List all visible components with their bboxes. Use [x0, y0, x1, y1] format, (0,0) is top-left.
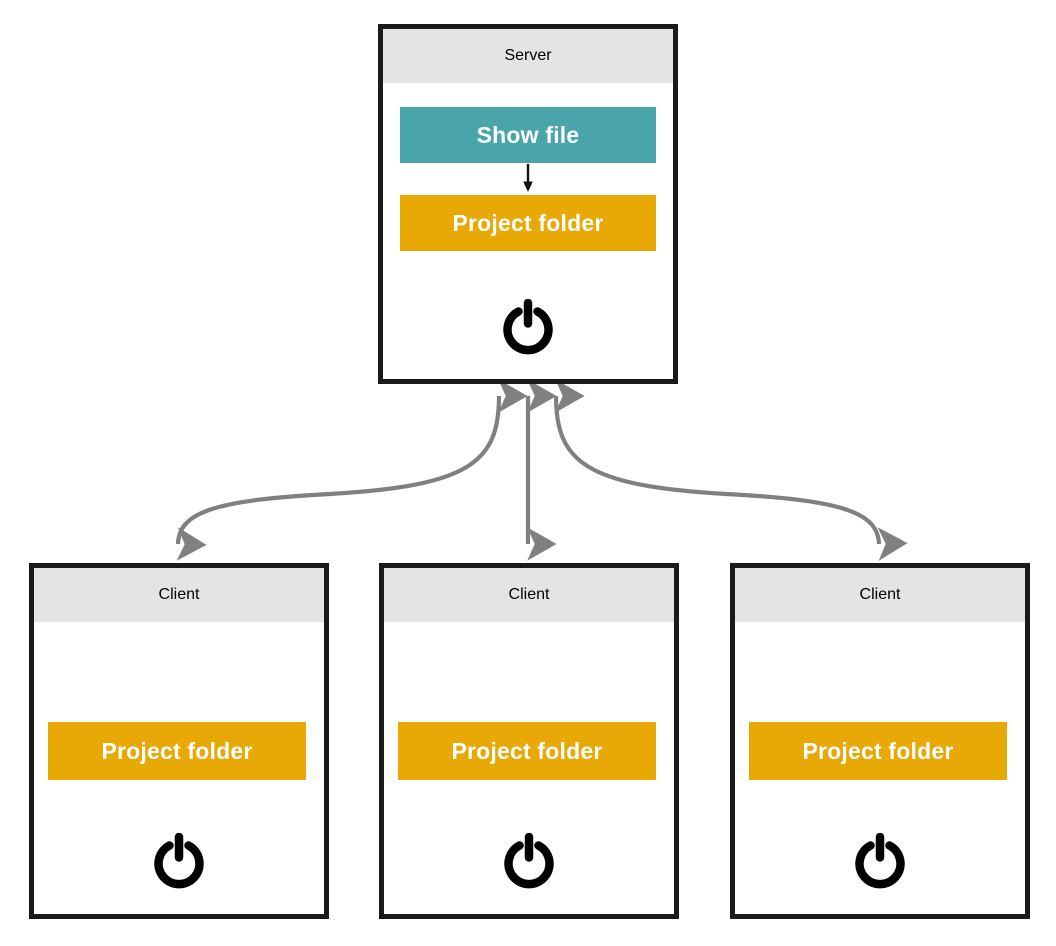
client-2-project-folder-bar[interactable]: Project folder	[398, 722, 656, 780]
client-2-project-folder-label: Project folder	[451, 737, 603, 764]
connector-server-client-1	[175, 379, 528, 561]
server-header-label: Server	[504, 47, 552, 64]
client-2-header: Client	[384, 568, 674, 622]
server-node[interactable]: Server Show file Project folder	[378, 24, 678, 384]
client-1-header: Client	[34, 568, 324, 622]
client-2-node[interactable]: Client Project folder	[379, 563, 679, 919]
client-1-node[interactable]: Client Project folder	[29, 563, 329, 919]
power-icon[interactable]	[153, 833, 205, 889]
client-3-node[interactable]: Client Project folder	[730, 563, 1030, 919]
client-1-project-folder-label: Project folder	[101, 737, 253, 764]
client-3-header-label: Client	[859, 586, 901, 603]
client-1-header-label: Client	[158, 586, 200, 603]
server-project-folder-label: Project folder	[452, 209, 604, 236]
server-header: Server	[383, 29, 673, 83]
power-icon[interactable]	[502, 299, 554, 355]
power-icon[interactable]	[503, 833, 555, 889]
connector-server-client-3	[553, 379, 908, 561]
server-project-folder-bar[interactable]: Project folder	[400, 195, 656, 251]
client-1-project-folder-bar[interactable]: Project folder	[48, 722, 306, 780]
server-show-file-label: Show file	[476, 121, 580, 148]
client-2-header-label: Client	[508, 586, 550, 603]
server-show-file-bar[interactable]: Show file	[400, 107, 656, 163]
client-3-project-folder-bar[interactable]: Project folder	[749, 722, 1007, 780]
power-icon[interactable]	[854, 833, 906, 889]
client-3-project-folder-label: Project folder	[802, 737, 954, 764]
arrow-down-icon	[523, 164, 533, 192]
client-3-header: Client	[735, 568, 1025, 622]
